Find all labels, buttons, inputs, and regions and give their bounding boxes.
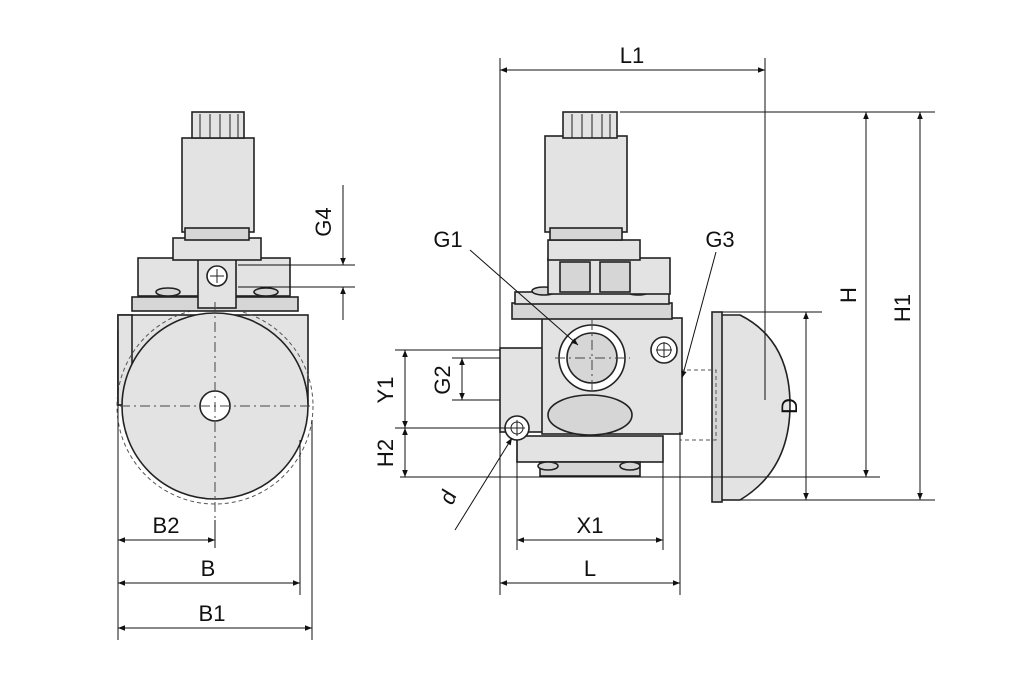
side-solenoid-coil <box>181 137 255 233</box>
front-base-plate <box>516 435 664 463</box>
label-b1: B1 <box>199 601 226 626</box>
front-lower-bulge <box>547 394 633 436</box>
label-g1: G1 <box>433 227 462 252</box>
front-dome-neck <box>679 369 717 441</box>
side-view: G4 B2 B B1 <box>116 111 355 640</box>
side-diaphragm-outline <box>116 307 314 505</box>
label-b: B <box>201 556 216 581</box>
front-dome-flange <box>711 311 723 503</box>
label-l: L <box>584 556 596 581</box>
label-y1: Y1 <box>373 377 398 404</box>
label-x1: X1 <box>577 513 604 538</box>
label-g3: G3 <box>705 227 734 252</box>
label-h2: H2 <box>373 439 398 467</box>
label-g2: G2 <box>430 365 455 394</box>
front-solenoid-coil <box>544 135 628 233</box>
side-coil-ring <box>184 227 250 241</box>
label-dia-d: D <box>777 398 802 414</box>
front-dome <box>717 314 791 501</box>
front-view: G1 G3 d L1 H H1 D Y1 H2 G2 <box>373 43 935 595</box>
label-l1: L1 <box>620 43 644 68</box>
side-solenoid-base <box>172 237 262 261</box>
front-actuator-cap <box>562 111 618 139</box>
label-d: d <box>434 487 462 508</box>
label-g4: G4 <box>311 207 336 236</box>
side-bolt-left <box>155 287 181 297</box>
label-h1: H1 <box>890 294 915 322</box>
front-solenoid-base <box>547 239 641 261</box>
side-bolt-right <box>253 287 279 297</box>
label-b2: B2 <box>153 513 180 538</box>
front-flange <box>511 302 673 320</box>
label-h: H <box>836 287 861 303</box>
side-actuator-cap <box>191 111 245 139</box>
